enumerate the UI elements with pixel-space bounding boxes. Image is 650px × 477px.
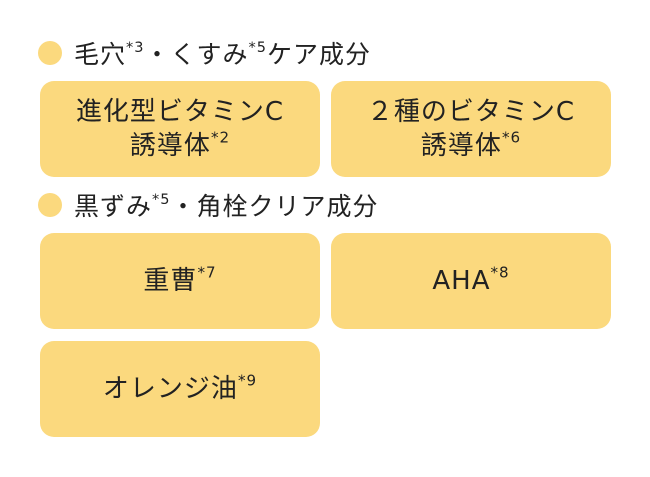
ingredient-name: 進化型ビタミンC — [75, 97, 285, 127]
ingredient-card-orange-oil: オレンジ油*9 — [40, 341, 320, 437]
section-heading-pore-dullness-care: 毛穴*3・くすみ*5ケア成分 — [38, 36, 371, 70]
ingredient-card-baking-soda: 重曹*7 — [40, 233, 320, 329]
ingredient-card-two-vitamin-c: ２種のビタミンC 誘導体*6 — [331, 81, 611, 177]
ingredient-name: オレンジ油*9 — [102, 371, 258, 404]
ingredient-card-aha: AHA*8 — [331, 233, 611, 329]
footnote-marker: *5 — [248, 40, 267, 57]
section-title: 黒ずみ*5・角栓クリア成分 — [74, 192, 379, 221]
footnote-marker: *7 — [197, 263, 217, 282]
footnote-marker: *5 — [152, 192, 171, 209]
ingredient-card-advanced-vitamin-c: 進化型ビタミンC 誘導体*2 — [40, 81, 320, 177]
bullet-dot-icon — [38, 41, 62, 65]
footnote-marker: *8 — [490, 263, 510, 282]
ingredient-name-line2: 誘導体*6 — [420, 128, 522, 161]
section-title: 毛穴*3・くすみ*5ケア成分 — [74, 40, 372, 69]
section-heading-blackhead-clear: 黒ずみ*5・角栓クリア成分 — [38, 188, 379, 222]
footnote-marker: *6 — [501, 128, 522, 147]
footnote-marker: *3 — [126, 40, 145, 57]
ingredient-name-line2: 誘導体*2 — [129, 128, 231, 161]
bullet-dot-icon — [38, 193, 62, 217]
ingredient-name: AHA*8 — [432, 263, 510, 296]
footnote-marker: *2 — [210, 128, 231, 147]
ingredient-name: 重曹*7 — [143, 263, 217, 296]
footnote-marker: *9 — [237, 371, 258, 390]
ingredient-name: ２種のビタミンC — [366, 97, 576, 127]
